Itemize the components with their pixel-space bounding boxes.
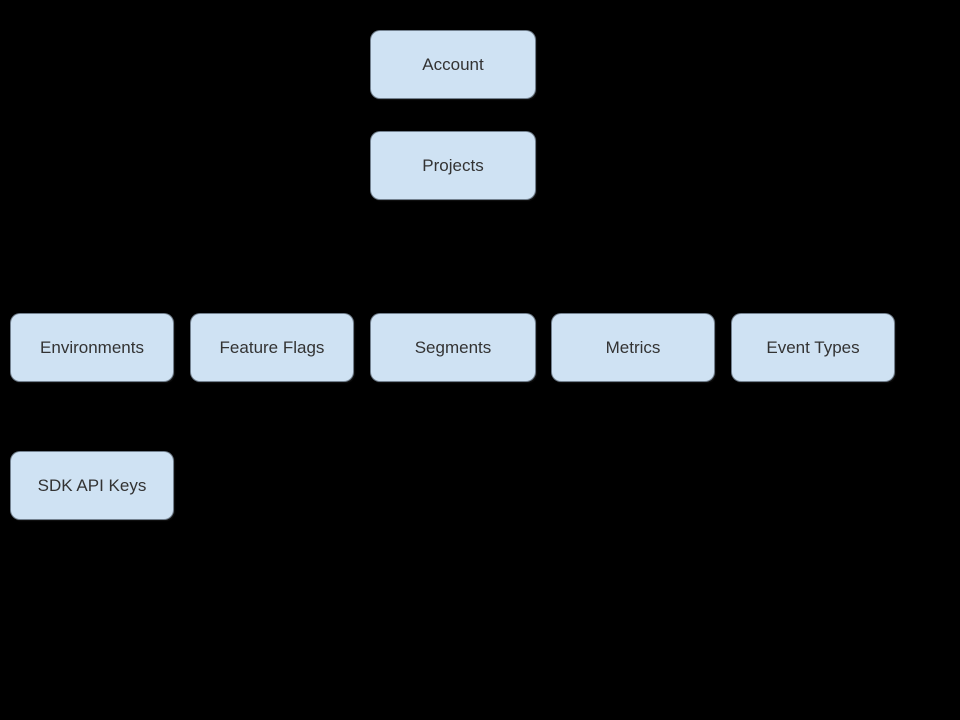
node-metrics: Metrics (551, 313, 715, 382)
node-projects: Projects (370, 131, 536, 200)
node-sdk-api-keys: SDK API Keys (10, 451, 174, 520)
node-account: Account (370, 30, 536, 99)
node-segments: Segments (370, 313, 536, 382)
node-event-types: Event Types (731, 313, 895, 382)
node-environments: Environments (10, 313, 174, 382)
node-feature-flags: Feature Flags (190, 313, 354, 382)
